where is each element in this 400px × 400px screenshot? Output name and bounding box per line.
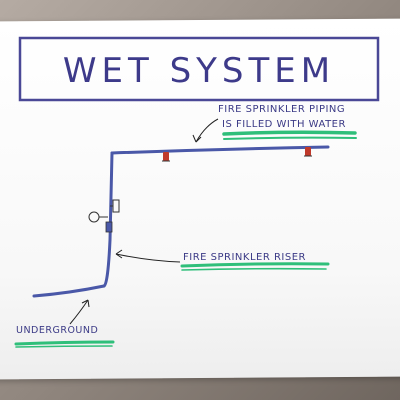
piping-arrow-head <box>192 134 202 143</box>
riser-label: FIRE SPRINKLER RISER <box>183 252 306 263</box>
underground-label-highlight <box>14 340 115 346</box>
riser-arrow <box>115 253 181 263</box>
riser-label-highlight <box>180 262 330 268</box>
piping-arrow <box>195 118 219 143</box>
underground-pipe <box>32 284 106 298</box>
riser-check-valve-icon <box>105 221 113 233</box>
title-box <box>18 36 380 102</box>
underground-arrow-head <box>81 299 90 308</box>
riser-gauge-icon <box>88 211 108 223</box>
underground-label: UNDERGROUND <box>16 325 98 336</box>
riser-label-highlight-2 <box>181 267 327 271</box>
riser-valve-icon <box>110 199 120 213</box>
underground-arrow <box>69 299 89 325</box>
riser-arrow-head <box>115 249 123 259</box>
underground-label-highlight-2 <box>15 345 113 348</box>
sprinkler-head-1 <box>162 152 170 162</box>
piping-label-highlight <box>222 130 357 136</box>
piping-label-line1: FIRE SPRINKLER PIPING <box>218 104 345 115</box>
sprinkler-head-2 <box>304 147 312 157</box>
piping-label-highlight-2 <box>223 136 357 140</box>
branch-pipe <box>110 145 330 155</box>
riser-pipe <box>102 151 114 288</box>
piping-label-line2: IS FILLED WITH WATER <box>222 119 346 130</box>
page-title: WET SYSTEM <box>63 51 335 91</box>
